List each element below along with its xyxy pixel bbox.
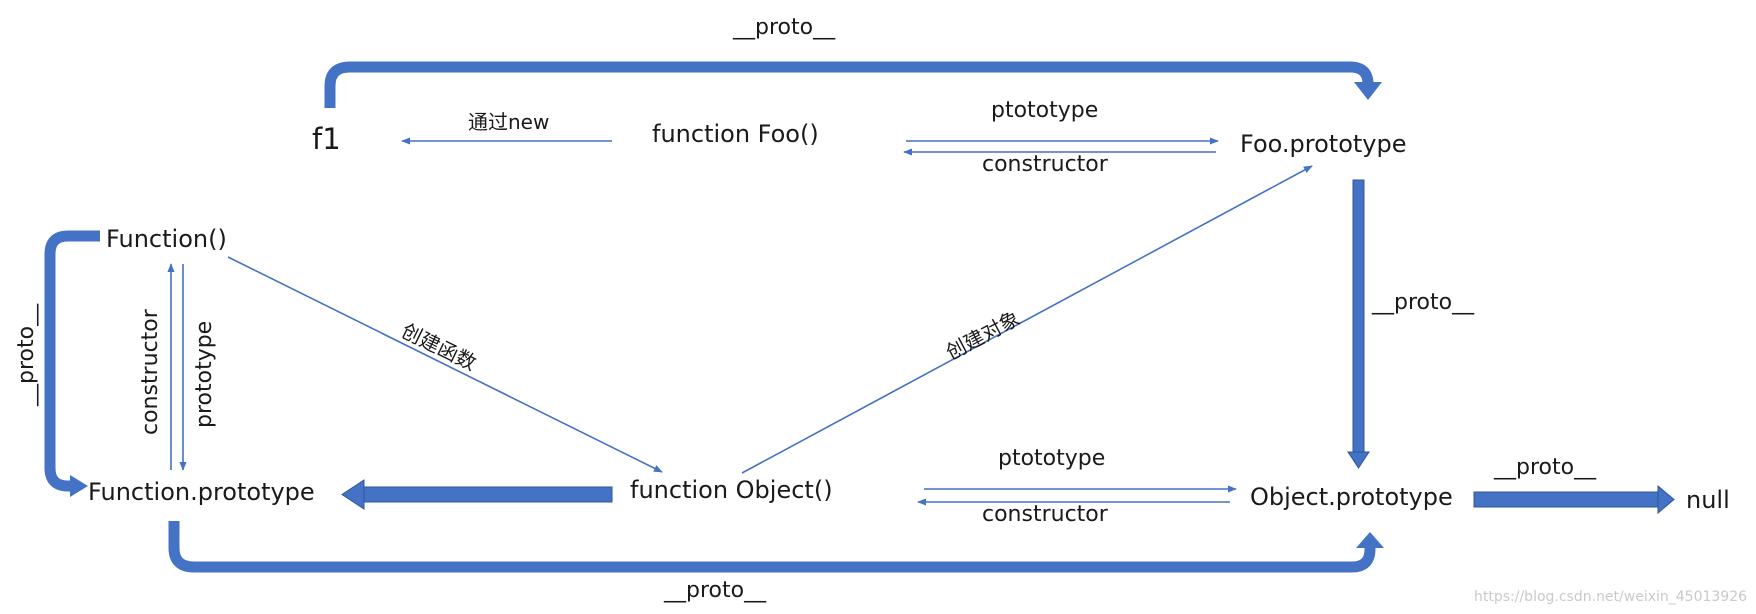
create-function-arrow xyxy=(227,256,663,473)
label-proto-left-loop: __proto__ xyxy=(14,303,39,406)
label-proto-to-null: __proto__ xyxy=(1494,455,1597,480)
label-foo-constructor: constructor xyxy=(982,152,1108,177)
node-function-foo: function Foo() xyxy=(652,120,819,148)
proto-arrowhead-to-null xyxy=(1657,484,1675,515)
label-object-constructor: constructor xyxy=(982,502,1108,527)
proto-arrow-foo-prototype-to-object-prototype xyxy=(1352,179,1365,455)
proto-arrowhead-bottom xyxy=(1356,532,1384,548)
proto-arrow-object-prototype-to-null xyxy=(1473,491,1661,508)
proto-arrowhead-object-to-function-prototype xyxy=(341,479,365,510)
node-object-prototype: Object.prototype xyxy=(1250,483,1453,511)
watermark: https://blog.csdn.net/weixin_45013926 xyxy=(1474,589,1748,605)
node-function-object: function Object() xyxy=(630,476,833,504)
label-proto-top: __proto__ xyxy=(733,15,836,40)
label-function-constructor: constructor xyxy=(138,309,163,435)
proto-arrowhead-vertical xyxy=(1347,451,1370,469)
node-f1: f1 xyxy=(312,122,341,156)
proto-arrow-function-to-function-prototype xyxy=(44,230,100,492)
label-function-prototype: prototype xyxy=(192,320,217,428)
proto-arrow-function-prototype-to-object-prototype xyxy=(168,521,1376,573)
node-function-prototype: Function.prototype xyxy=(88,478,315,506)
label-new-via: 通过new xyxy=(468,110,550,134)
label-proto-bottom: __proto__ xyxy=(664,578,767,603)
proto-arrow-f1-to-foo-prototype xyxy=(324,61,1374,108)
label-object-prototype: ptototype xyxy=(998,446,1106,471)
node-null: null xyxy=(1686,486,1730,514)
label-foo-prototype: ptototype xyxy=(991,98,1099,123)
proto-arrowhead-left-loop xyxy=(70,475,88,497)
node-function-ctor: Function() xyxy=(106,225,227,253)
create-object-arrow xyxy=(741,165,1313,474)
label-proto-foo-to-object: __proto__ xyxy=(1372,290,1475,315)
proto-arrow-object-to-function-prototype xyxy=(361,486,613,503)
proto-arrowhead-top xyxy=(1354,82,1382,100)
node-foo-prototype: Foo.prototype xyxy=(1240,130,1407,158)
